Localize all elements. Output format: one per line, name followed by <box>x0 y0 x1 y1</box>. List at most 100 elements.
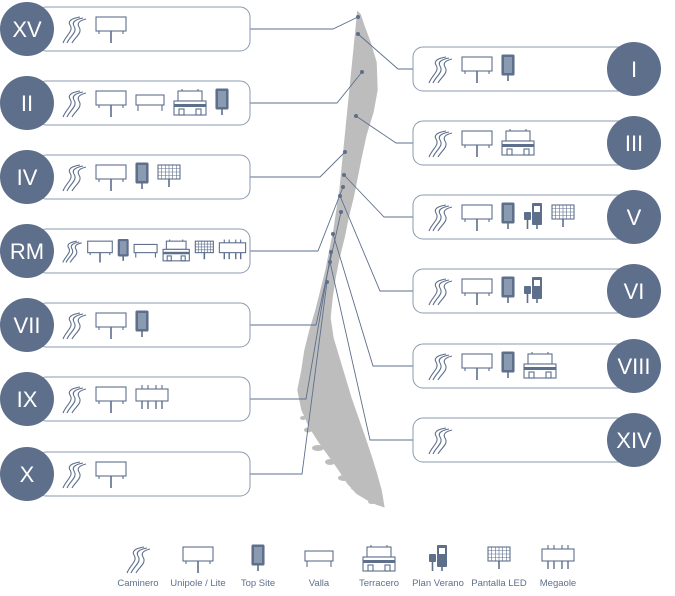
region-badge <box>607 264 661 318</box>
region-badge <box>607 116 661 170</box>
pantalla-led-icon <box>487 546 511 569</box>
region-panel-xiv: XIV <box>412 413 661 467</box>
region-label: III <box>625 131 643 156</box>
plan-verano-icon <box>524 277 542 303</box>
legend-item-unipole: Unipole / Lite <box>170 546 226 589</box>
anchor-dot <box>354 114 358 118</box>
caminero-icon <box>428 278 453 306</box>
anchor-dot <box>356 32 360 36</box>
legend-item-valla: Valla <box>304 550 334 589</box>
region-panel-xv: XV <box>0 2 251 56</box>
valla-icon <box>133 243 158 258</box>
chile-island <box>300 416 306 420</box>
region-panel-viii: VIII <box>412 339 661 393</box>
region-box <box>35 451 251 497</box>
legend-label: Megaole <box>540 578 576 589</box>
chile-island <box>325 459 335 465</box>
region-panel-vii: VII <box>0 298 251 352</box>
region-badge <box>0 298 54 352</box>
region-label: IV <box>17 165 38 190</box>
chile-island <box>362 494 370 498</box>
region-label: X <box>20 462 35 487</box>
pantalla-led-icon <box>551 204 575 227</box>
region-badge <box>607 190 661 244</box>
connector-line <box>250 186 344 252</box>
chile-map <box>296 9 386 509</box>
connector-line <box>355 115 413 144</box>
anchor-dot <box>343 150 347 154</box>
unipole-icon <box>95 16 127 43</box>
chile-island <box>368 500 376 504</box>
caminero-icon <box>62 386 87 414</box>
region-label: IX <box>17 387 38 412</box>
plan-verano-icon <box>524 203 542 229</box>
legend-item-terracero: Terracero <box>359 545 399 589</box>
pantalla-led-icon <box>157 164 181 187</box>
unipole-icon <box>95 312 127 339</box>
region-panel-vi: VI <box>412 264 661 318</box>
top-site-icon <box>501 202 515 229</box>
legend-item-top-site: Top Site <box>241 544 275 589</box>
legend-item-plan-verano: Plan Verano <box>412 545 464 589</box>
region-label: I <box>631 57 637 82</box>
region-badge <box>0 447 54 501</box>
legend-item-pantalla-led: Pantalla LED <box>471 546 527 589</box>
unipole-icon <box>461 130 493 157</box>
region-badge <box>0 76 54 130</box>
caminero-icon <box>428 427 453 455</box>
region-badge <box>0 372 54 426</box>
connector-line <box>343 174 413 218</box>
legend-label: Plan Verano <box>412 578 464 589</box>
legend-label: Pantalla LED <box>471 578 527 589</box>
region-label: VII <box>14 313 41 338</box>
top-site-icon <box>501 276 515 303</box>
region-panel-i: I <box>412 42 661 96</box>
region-panel-v: V <box>412 190 661 244</box>
anchor-dot <box>338 194 342 198</box>
connector-line <box>250 71 363 104</box>
legend-label: Caminero <box>117 578 158 589</box>
connector-line <box>357 33 413 70</box>
anchor-dot <box>339 210 343 214</box>
megaole-icon <box>541 545 575 569</box>
unipole-icon <box>87 240 113 263</box>
terracero-icon <box>162 239 190 262</box>
unipole-icon <box>461 278 493 305</box>
anchor-dot <box>341 185 345 189</box>
legend: Caminero Unipole / Lite Top Site Valla Terra… <box>117 544 576 589</box>
region-box <box>35 6 251 52</box>
unipole-icon <box>182 546 214 573</box>
terracero-icon <box>173 89 207 116</box>
caminero-icon <box>428 204 453 232</box>
legend-label: Unipole / Lite <box>170 578 225 589</box>
anchor-dot <box>329 250 333 254</box>
region-panel-iv: IV <box>0 150 251 204</box>
legend-label: Valla <box>309 578 330 589</box>
caminero-icon <box>62 16 87 44</box>
region-label: VI <box>624 279 645 304</box>
connector-line <box>332 233 413 367</box>
anchor-dot <box>328 260 332 264</box>
unipole-icon <box>461 56 493 83</box>
region-badge <box>0 224 54 278</box>
unipole-icon <box>461 353 493 380</box>
connector-line <box>250 16 359 30</box>
region-panel-ix: IX <box>0 372 251 426</box>
top-site-icon <box>215 88 229 115</box>
region-label: XIV <box>616 428 652 453</box>
region-badge <box>607 413 661 467</box>
legend-label: Top Site <box>241 578 275 589</box>
chile-island <box>338 475 350 481</box>
region-label: RM <box>10 239 44 264</box>
caminero-icon <box>62 461 87 489</box>
legend-item-megaole: Megaole <box>540 545 576 589</box>
connector-line <box>329 261 413 441</box>
top-site-icon <box>135 162 149 189</box>
region-panel-iii: III <box>412 116 661 170</box>
chile-island <box>312 445 324 451</box>
connector-line <box>250 211 342 326</box>
caminero-icon <box>62 312 87 340</box>
anchor-dot <box>331 232 335 236</box>
caminero-icon <box>62 164 87 192</box>
